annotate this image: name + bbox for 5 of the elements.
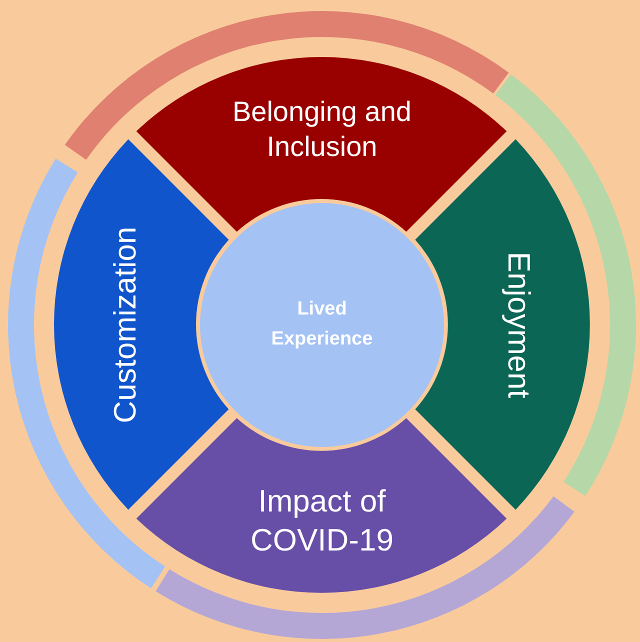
segment-label: Impact of COVID-19 (249, 482, 394, 559)
center-label: Lived Experience (270, 298, 374, 352)
segment-label: Customization (106, 226, 144, 426)
segment-label: Belonging and Inclusion (231, 95, 412, 164)
segment-label: Enjoyment (500, 250, 538, 400)
